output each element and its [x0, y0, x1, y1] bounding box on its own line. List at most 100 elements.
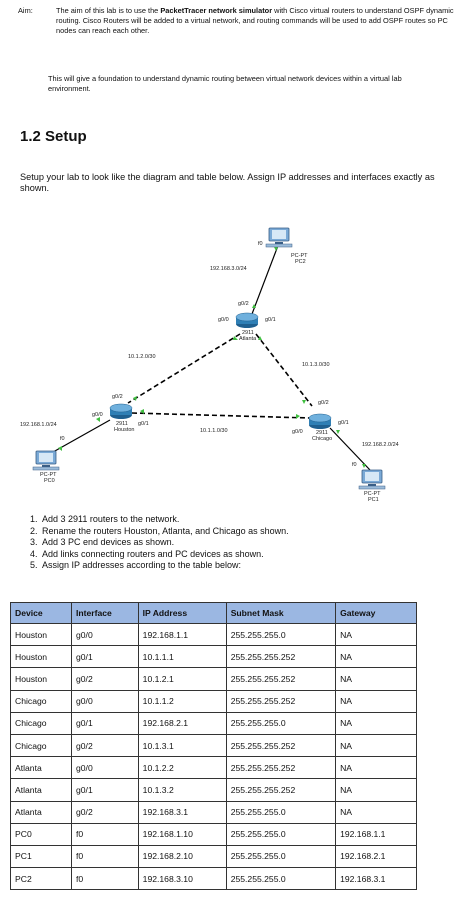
- cell-ip-address: 10.1.1.2: [137, 689, 227, 713]
- net-pc2-label: 192.168.3.0/24: [210, 266, 247, 272]
- cell-gateway: NA: [335, 645, 417, 669]
- atlanta-g00: g0/0: [218, 317, 229, 323]
- houston-router-icon: [109, 403, 133, 419]
- chicago-model: 2911: [316, 430, 328, 436]
- cell-subnet-mask: 255.255.255.0: [225, 711, 337, 735]
- cell-interface: g0/1: [71, 645, 139, 669]
- pc0-name: PC0: [44, 478, 55, 484]
- cell-ip-address: 192.168.1.10: [137, 822, 227, 846]
- cell-ip-address: 10.1.3.2: [137, 778, 227, 802]
- net-ha-label: 10.1.2.0/30: [128, 354, 156, 360]
- chicago-g02: g0/2: [318, 400, 329, 406]
- cell-gateway: NA: [335, 689, 417, 713]
- houston-name: Houston: [114, 427, 135, 433]
- cell-gateway: NA: [335, 711, 417, 735]
- cell-ip-address: 192.168.3.10: [137, 867, 227, 891]
- step-item: Rename the routers Houston, Atlanta, and…: [40, 526, 460, 538]
- header-ip-address: IP Address: [137, 602, 227, 624]
- cell-device: PC0: [10, 822, 72, 846]
- cell-ip-address: 192.168.1.1: [137, 622, 227, 647]
- cell-interface: f0: [71, 867, 139, 891]
- cell-gateway: 192.168.3.1: [335, 867, 417, 891]
- table-header-row: Device Interface IP Address Subnet Mask …: [10, 602, 417, 624]
- cell-device: Houston: [10, 622, 72, 647]
- header-subnet-mask: Subnet Mask: [225, 602, 337, 624]
- cell-device: Atlanta: [10, 800, 72, 824]
- chicago-g01: g0/1: [338, 420, 349, 426]
- cell-subnet-mask: 255.255.255.0: [225, 800, 337, 824]
- cell-device: Houston: [10, 667, 72, 691]
- cell-device: Houston: [10, 645, 72, 669]
- cell-subnet-mask: 255.255.255.0: [225, 867, 337, 891]
- cell-gateway: NA: [335, 622, 417, 647]
- section-intro: Setup your lab to look like the diagram …: [20, 172, 435, 193]
- cell-ip-address: 10.1.1.1: [137, 645, 227, 669]
- cell-interface: g0/1: [71, 778, 139, 802]
- cell-device: Atlanta: [10, 778, 72, 802]
- pc1-name: PC1: [368, 497, 379, 503]
- cell-device: Chicago: [10, 689, 72, 713]
- cell-interface: f0: [71, 844, 139, 869]
- atlanta-g01: g0/1: [265, 317, 276, 323]
- link-atlanta-chicago: [255, 333, 313, 407]
- cell-subnet-mask: 255.255.255.252: [225, 689, 337, 713]
- pc0-label: PC-PT: [40, 472, 57, 478]
- cell-subnet-mask: 255.255.255.252: [225, 778, 337, 802]
- atlanta-name: Atlanta: [239, 336, 257, 342]
- link-atlanta-houston: [127, 333, 241, 404]
- aim-text-bold: PacketTracer network simulator: [160, 6, 273, 15]
- link-houston-pc0: [45, 419, 111, 457]
- cell-device: Atlanta: [10, 756, 72, 780]
- ip-address-table: Device Interface IP Address Subnet Mask …: [10, 602, 417, 891]
- cell-device: Chicago: [10, 711, 72, 735]
- cell-subnet-mask: 255.255.255.252: [225, 733, 337, 758]
- cell-interface: g0/2: [71, 667, 139, 691]
- chicago-router-icon: [308, 413, 332, 429]
- cell-subnet-mask: 255.255.255.252: [225, 667, 337, 691]
- pc2-label: PC-PT: [291, 253, 308, 259]
- houston-g00: g0/0: [92, 412, 103, 418]
- aim-text: The aim of this lab is to use the Packet…: [56, 6, 456, 36]
- step-item: Assign IP addresses according to the tab…: [40, 560, 460, 572]
- cell-gateway: NA: [335, 756, 417, 780]
- header-interface: Interface: [71, 602, 139, 624]
- houston-model: 2911: [116, 421, 128, 427]
- net-pc0-label: 192.168.1.0/24: [20, 422, 57, 428]
- houston-g02: g0/2: [112, 394, 123, 400]
- atlanta-router-icon: [235, 312, 259, 328]
- cell-interface: g0/0: [71, 756, 139, 780]
- pc0-port: f0: [60, 436, 65, 442]
- cell-gateway: 192.168.2.1: [335, 844, 417, 869]
- aim-text-end: with Cisco virtual routers to understand…: [56, 6, 454, 35]
- cell-ip-address: 192.168.2.10: [137, 844, 227, 869]
- pc0-computer-icon: [32, 450, 60, 471]
- step-item: Add 3 2911 routers to the network.: [40, 514, 460, 526]
- cell-ip-address: 192.168.3.1: [137, 800, 227, 824]
- cell-ip-address: 192.168.2.1: [137, 711, 227, 735]
- header-gateway: Gateway: [335, 602, 417, 624]
- pc2-port: f0: [258, 241, 263, 247]
- net-ac-label: 10.1.3.0/30: [302, 362, 330, 368]
- cell-gateway: 192.168.1.1: [335, 822, 417, 846]
- cell-device: Chicago: [10, 733, 72, 758]
- chicago-name: Chicago: [312, 436, 332, 442]
- houston-g01: g0/1: [138, 421, 149, 427]
- pc1-computer-icon: [358, 469, 386, 490]
- cell-device: PC1: [10, 844, 72, 869]
- atlanta-model: 2911: [242, 330, 254, 336]
- cell-ip-address: 10.1.2.1: [137, 667, 227, 691]
- cell-gateway: NA: [335, 733, 417, 758]
- cell-subnet-mask: 255.255.255.0: [225, 844, 337, 869]
- cell-interface: g0/1: [71, 711, 139, 735]
- cell-interface: g0/0: [71, 622, 139, 647]
- link-houston-chicago: [131, 412, 311, 419]
- cell-interface: g0/2: [71, 733, 139, 758]
